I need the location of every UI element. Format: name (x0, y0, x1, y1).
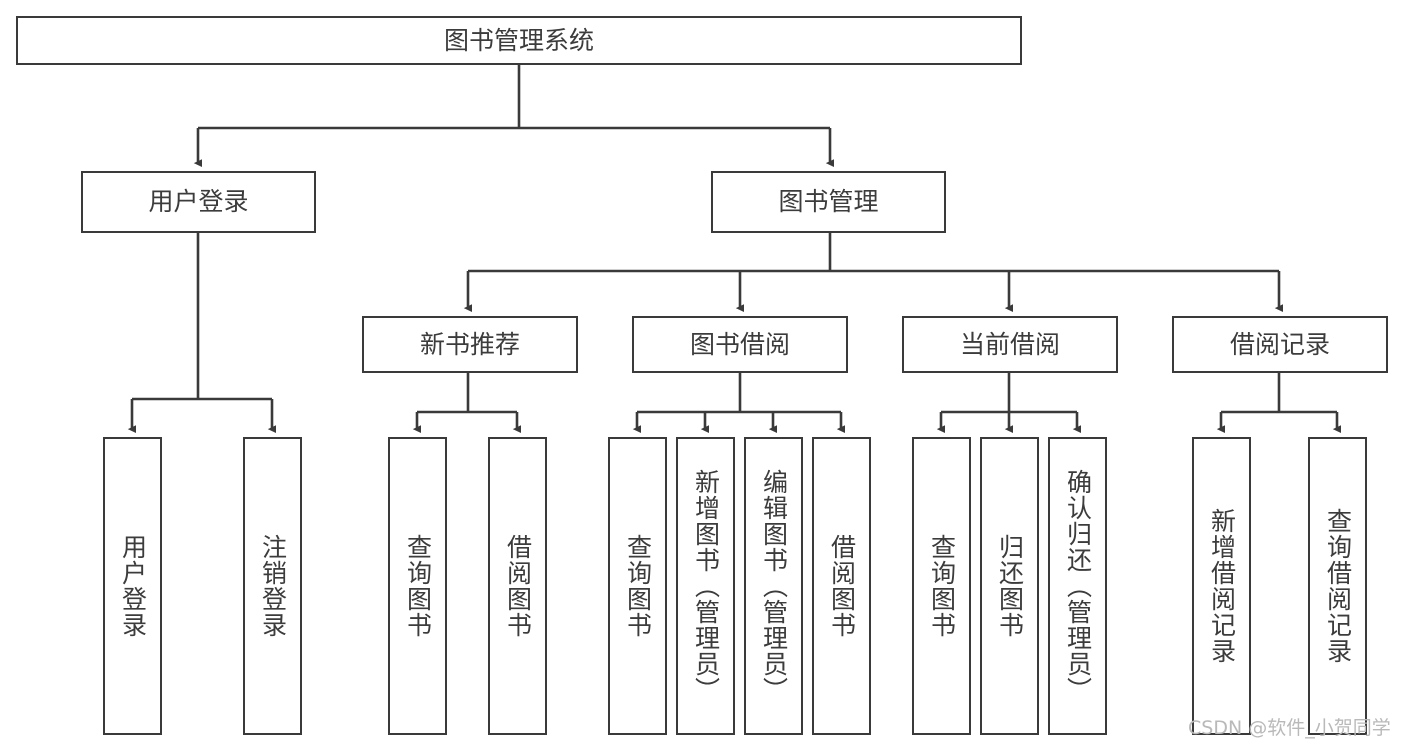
node-label: 新书推荐 (419, 329, 520, 359)
node-label: 图书管理 (778, 187, 879, 217)
leaf-new-book-query-book[interactable]: 查询图书 (388, 437, 447, 735)
csdn-watermark: CSDN @软件_小贺同学 (1188, 717, 1391, 739)
node-book-management[interactable]: 图书管理 (711, 171, 946, 233)
node-label: 当前借阅 (959, 329, 1060, 359)
node-label: 归还图书 (995, 534, 1025, 638)
node-label: 查询图书 (623, 534, 653, 638)
node-root-book-management-system[interactable]: 图书管理系统 (16, 16, 1022, 65)
node-label: 注销登录 (258, 534, 288, 638)
node-label: 查询图书 (403, 534, 433, 638)
leaf-book-borrow-borrow-book[interactable]: 借阅图书 (812, 437, 871, 735)
node-label: 编辑图书（管理员） (759, 469, 789, 703)
node-user-login[interactable]: 用户登录 (81, 171, 316, 233)
node-label: 查询图书 (927, 534, 957, 638)
leaf-borrow-record-add-record[interactable]: 新增借阅记录 (1192, 437, 1251, 735)
node-label: 图书管理系统 (443, 25, 594, 55)
node-label: 新增图书（管理员） (691, 469, 721, 703)
node-label: 用户登录 (118, 534, 148, 638)
leaf-current-borrow-confirm-return-admin[interactable]: 确认归还（管理员） (1048, 437, 1107, 735)
node-label: 新增借阅记录 (1207, 508, 1237, 664)
leaf-current-borrow-query-book[interactable]: 查询图书 (912, 437, 971, 735)
node-label: 借阅图书 (503, 534, 533, 638)
node-current-borrow[interactable]: 当前借阅 (902, 316, 1118, 373)
node-label: 借阅记录 (1229, 329, 1330, 359)
leaf-current-borrow-return-book[interactable]: 归还图书 (980, 437, 1039, 735)
node-label: 查询借阅记录 (1323, 508, 1353, 664)
leaf-book-borrow-add-book-admin[interactable]: 新增图书（管理员） (676, 437, 735, 735)
node-label: 确认归还（管理员） (1063, 469, 1093, 703)
node-book-borrow[interactable]: 图书借阅 (632, 316, 848, 373)
leaf-new-book-borrow-book[interactable]: 借阅图书 (488, 437, 547, 735)
node-label: 图书借阅 (689, 329, 790, 359)
leaf-book-borrow-query-book[interactable]: 查询图书 (608, 437, 667, 735)
node-label: 借阅图书 (827, 534, 857, 638)
leaf-user-login-login[interactable]: 用户登录 (103, 437, 162, 735)
leaf-book-borrow-edit-book-admin[interactable]: 编辑图书（管理员） (744, 437, 803, 735)
node-borrow-record[interactable]: 借阅记录 (1172, 316, 1388, 373)
node-new-book-recommend[interactable]: 新书推荐 (362, 316, 578, 373)
node-label: 用户登录 (148, 187, 249, 217)
leaf-user-login-logout[interactable]: 注销登录 (243, 437, 302, 735)
leaf-borrow-record-query-record[interactable]: 查询借阅记录 (1308, 437, 1367, 735)
